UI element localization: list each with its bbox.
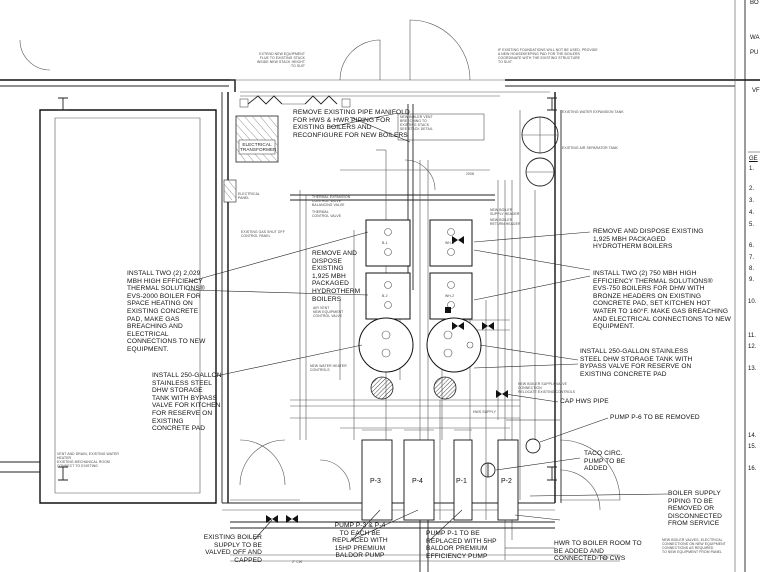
small-pipe-size: 2" CW	[292, 560, 303, 564]
boiler-tag-wh1: WH-1	[445, 241, 455, 245]
note-pump-p6: PUMP P-6 TO BE REMOVED	[610, 414, 700, 421]
note-number-16: 16.	[748, 466, 757, 472]
dhw-storage-tanks	[358, 317, 482, 373]
note-install-2029: INSTALL TWO (2) 2,029 MBH HIGH EFFICIENC…	[127, 270, 206, 353]
note-remove-left-boilers: REMOVE AND DISPOSE EXISTING 1,925 MBH PA…	[312, 250, 361, 303]
note-number-9: 9.	[749, 277, 755, 283]
pumps	[361, 429, 519, 521]
boiler-tag-wh2: WH-2	[445, 294, 455, 298]
note-pump-p3-p4: PUMP P-3 & P-4 TO EACH BE REPLACED WITH …	[332, 522, 388, 560]
note-hwr: HWR TO BOILER ROOM TO BE ADDED AND CONNE…	[554, 540, 642, 563]
valves	[266, 236, 508, 523]
column-markers	[58, 97, 557, 481]
note-number-4: 4.	[749, 210, 755, 216]
electrical-transformer	[235, 115, 279, 163]
general-notes-heading: GE	[749, 156, 758, 162]
note-tank-left: INSTALL 250-GALLON STAINLESS STEEL DHW S…	[152, 372, 222, 433]
boiler-b1	[365, 219, 411, 267]
electrical-panel	[223, 179, 237, 203]
edge-label-vf: VF	[752, 88, 760, 94]
boiler-b2	[365, 272, 411, 320]
small-hws-supply: HWS SUPPLY	[473, 410, 496, 414]
electrical-transformer-label: ELECTRICAL TRANSFORMER	[240, 142, 277, 153]
pump-p2-label: P-2	[501, 478, 512, 485]
piping	[230, 104, 620, 572]
note-number-5: 5.	[749, 222, 755, 228]
small-left-low: VENT AND DRAIN, EXISTING WATER HEATER EX…	[57, 452, 119, 468]
note-number-10: 10.	[748, 299, 757, 305]
note-remove-manifold: REMOVE EXISTING PIPE MANIFOLD FOR HWS & …	[293, 109, 410, 139]
small-air-separator: EXISTING AIR SEPARATOR TANK	[562, 146, 618, 150]
small-right-low: NEW BOILER SUPPLY VALVE CONNECTION RELOC…	[518, 382, 576, 394]
note-remove-right-boilers: REMOVE AND DISPOSE EXISTING 1,925 MBH PA…	[593, 228, 704, 251]
expansion-tanks	[521, 116, 559, 187]
boiler-tag-b2: B-2	[382, 294, 388, 298]
note-number-15: 15.	[748, 444, 757, 450]
small-mid-f: NEW WATER HEATER CONTROLS	[310, 364, 347, 372]
edge-label-pu: PU	[750, 50, 759, 56]
note-tank-right: INSTALL 250-GALLON STAINLESS STEEL DHW S…	[580, 348, 693, 378]
corridor-arcs	[19, 19, 621, 511]
note-taco: TACO CIRC. PUMP TO BE ADDED	[584, 450, 626, 473]
note-cap-hws: CAP HWS PIPE	[560, 398, 609, 405]
small-mid-e: AIR VENT NEW EQUIPMENT CONTROL VALVE	[313, 306, 344, 318]
note-number-11: 11.	[748, 333, 756, 339]
small-2008: 2008	[466, 172, 474, 176]
pump-p1-label: P-1	[456, 478, 467, 485]
small-electrical-panel: ELECTRICAL PANEL	[238, 192, 260, 200]
note-box	[397, 113, 485, 141]
edge-label-wa: WA	[750, 35, 760, 41]
note-existing-boiler-supply: EXISTING BOILER SUPPLY TO BE VALVED OFF …	[203, 534, 262, 564]
small-mid-d: NEW BOILER RETURN HEADER	[490, 218, 521, 226]
small-mid-a: THERMAL EXPANSION CONTROL VALVE BALANCIN…	[312, 195, 351, 207]
small-mid-c: NEW BOILER SUPPLY HEADER	[490, 208, 520, 216]
pump-p4-label: P-4	[412, 478, 423, 485]
note-number-12: 12.	[748, 344, 757, 350]
note-number-2: 2.	[749, 186, 755, 192]
note-number-8: 8.	[749, 266, 755, 272]
circulator-pumps	[480, 438, 541, 478]
pump-p3-label: P-3	[370, 478, 381, 485]
removed-tanks	[370, 376, 457, 400]
boiler-wh1	[429, 219, 473, 267]
note-number-6: 6.	[749, 243, 755, 249]
small-shutdown: EXISTING GAS SHUT OFF CONTROL PANEL	[241, 230, 285, 238]
note-number-14: 14.	[748, 433, 757, 439]
edge-label-bo: BO	[750, 0, 759, 6]
note-number-13: 13.	[748, 366, 757, 372]
boiler-tag-b1: B-1	[382, 241, 388, 245]
small-top-right: IF EXISTING FOUNDATIONS WILL NOT BE USED…	[498, 48, 598, 64]
small-bottom-right: NEW BOILER VALVES, ELECTRICAL CONNECTION…	[662, 538, 726, 554]
flue-manifold	[239, 95, 351, 108]
note-number-3: 3.	[749, 198, 755, 204]
note-number-7: 7.	[749, 255, 755, 261]
title-block-border	[734, 0, 760, 572]
small-box-note: NEW BOILER VENT BREECHING TO EXISTING ST…	[400, 115, 433, 131]
note-pump-p1: PUMP P-1 TO BE REPLACED WITH 5HP BALDOR …	[426, 530, 497, 560]
note-install-750: INSTALL TWO (2) 750 MBH HIGH EFFICIENCY …	[593, 270, 732, 331]
small-mid-b: THERMAL CONTROL VALVE	[312, 210, 342, 218]
note-number-1: 1.	[749, 166, 755, 172]
small-pipe-size-2: 3" HWR	[596, 556, 609, 560]
small-top-left: EXTEND NEW EQUIPMENT FLUE TO EXISTING ST…	[256, 52, 305, 68]
note-boiler-supply: BOILER SUPPLY PIPING TO BE REMOVED OR DI…	[668, 490, 722, 528]
leader-lines	[187, 112, 669, 549]
small-expansion-tank: EXISTING WATER EXPANSION TANK	[562, 110, 624, 114]
